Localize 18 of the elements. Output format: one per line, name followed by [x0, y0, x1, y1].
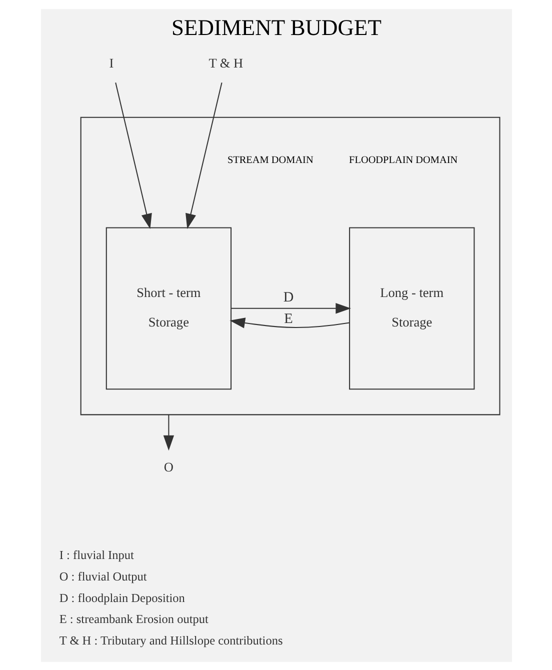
- arrow: [162, 414, 174, 450]
- label: I : fluvial Input: [58, 547, 134, 562]
- label: T & H : Tributary and Hillslope contributions: [58, 633, 282, 648]
- node-text: I: [108, 55, 114, 70]
- diagram-title: SEDIMENT BUDGET: [171, 14, 381, 40]
- edge-label: E: [284, 310, 292, 326]
- node-text: O: [163, 458, 174, 474]
- arrow: [230, 302, 351, 314]
- label: E : streambank Erosion output: [58, 612, 208, 626]
- arrow: [185, 82, 222, 229]
- arrow: [229, 317, 349, 328]
- node-text: T & H: [208, 55, 243, 70]
- node-box: Long - term Storage: [348, 226, 474, 390]
- node-box: Short - term Storage: [105, 226, 232, 390]
- label: D : floodplain Deposition: [58, 590, 184, 604]
- label: O : fluvial Output: [58, 568, 146, 583]
- edge-label: D: [282, 288, 294, 305]
- arrow: [114, 82, 152, 229]
